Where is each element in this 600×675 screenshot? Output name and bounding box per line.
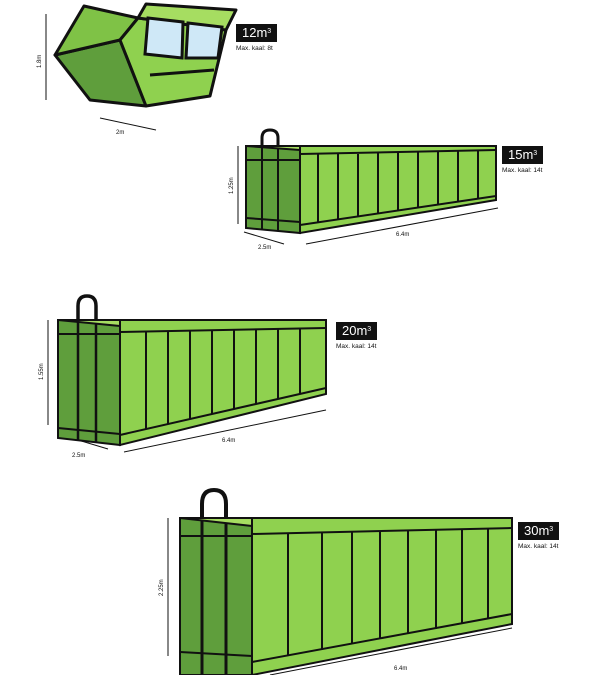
window	[184, 21, 224, 60]
volume-badge: 20m3	[336, 322, 378, 340]
volume-badge: 30m3	[518, 522, 560, 540]
length-dimension-label: 6.4m	[396, 232, 409, 238]
roll-off-container-icon: 1.55m 2.5m 6.4m	[39, 294, 327, 459]
length-dimension-label: 6.4m	[394, 666, 407, 672]
height-dimension-label: 2.25m	[159, 579, 165, 596]
length-dimension-line	[305, 207, 499, 245]
skip-container-with-windows-icon: 1.8m 2m	[37, 2, 238, 136]
length-dimension-label: 6.4m	[222, 438, 235, 444]
width-dimension-label: 2m	[116, 130, 124, 136]
max-load-label: Max. kaal: 8t	[236, 45, 273, 52]
height-dimension-label: 1.55m	[39, 363, 45, 380]
max-load-label: Max. kaal: 14t	[518, 543, 559, 550]
width-dimension-label: 2.5m	[258, 245, 271, 251]
length-dimension-line	[269, 627, 513, 675]
roll-off-container-icon: 1.25m 2.5m 6.4m	[229, 128, 499, 251]
height-dimension-label: 1.8m	[37, 55, 43, 68]
width-dimension-line	[243, 231, 285, 245]
length-dimension-line	[123, 409, 327, 453]
width-dimension-line	[99, 117, 157, 131]
max-load-label: Max. kaal: 14t	[502, 167, 543, 174]
window	[143, 16, 185, 60]
volume-badge: 12m3	[236, 24, 278, 42]
max-load-label: Max. kaal: 14t	[336, 343, 377, 350]
volume-badge: 15m3	[502, 146, 544, 164]
width-dimension-label: 2.5m	[72, 453, 85, 459]
height-dimension-label: 1.25m	[229, 177, 235, 194]
